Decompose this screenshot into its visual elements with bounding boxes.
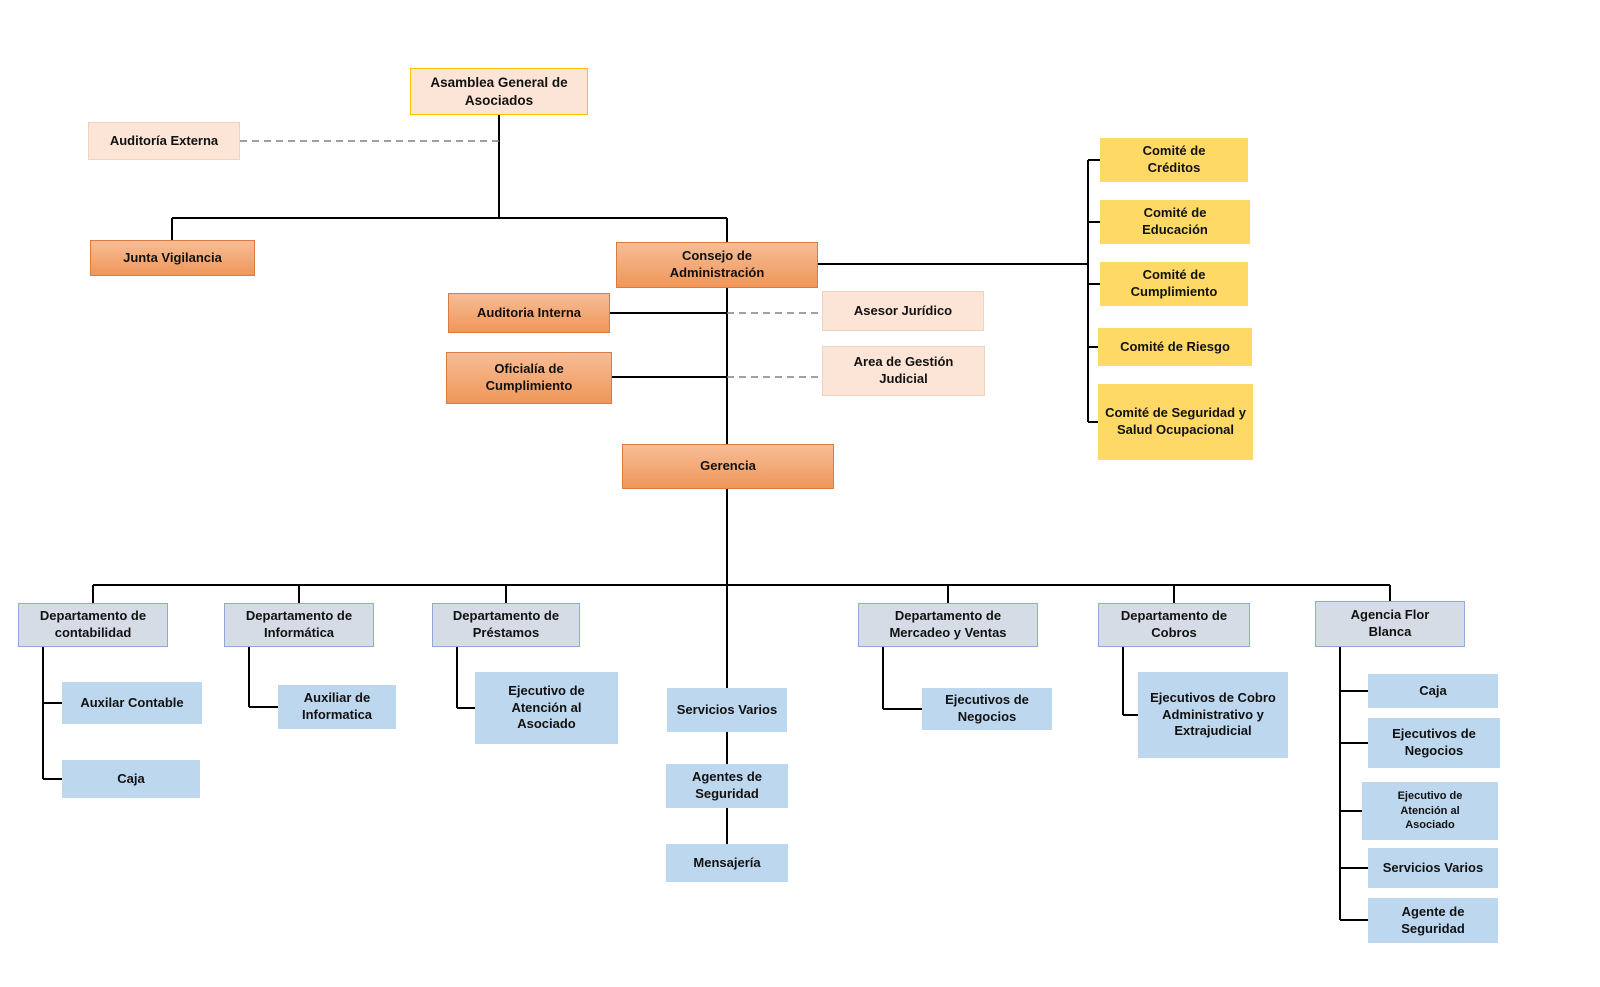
org-node-agente-seguridad-agencia: Agente de Seguridad: [1368, 898, 1498, 943]
org-node-auditoria-interna: Auditoria Interna: [448, 293, 610, 333]
org-node-auxilar-contable: Auxilar Contable: [62, 682, 202, 724]
org-node-comite-seguridad-salud: Comité de Seguridad y Salud Ocupacional: [1098, 384, 1253, 460]
org-node-dep-cobros: Departamento de Cobros: [1098, 603, 1250, 647]
org-node-comite-educacion: Comité de Educación: [1100, 200, 1250, 244]
connector-lines-solid: [42, 115, 1391, 921]
org-node-auditoria-externa: Auditoría Externa: [88, 122, 240, 160]
org-node-ejecutivos-negocios-agencia: Ejecutivos de Negocios: [1368, 718, 1500, 768]
org-node-servicios-varios-agencia: Servicios Varios: [1368, 848, 1498, 888]
org-node-caja-contabilidad: Caja: [62, 760, 200, 798]
org-node-dep-informatica: Departamento de Informática: [224, 603, 374, 647]
org-node-ejecutivo-atencion-agencia: Ejecutivo de Atención al Asociado: [1362, 782, 1498, 840]
org-node-oficialia-cumplimiento: Oficialía de Cumplimiento: [446, 352, 612, 404]
org-node-comite-riesgo: Comité de Riesgo: [1098, 328, 1252, 366]
connector-lines-dashed: [240, 140, 822, 378]
org-node-area-gestion-judicial: Area de Gestión Judicial: [822, 346, 985, 396]
org-node-auxiliar-informatica: Auxiliar de Informatica: [278, 685, 396, 729]
org-node-servicios-varios-central: Servicios Varios: [667, 688, 787, 732]
org-node-caja-agencia: Caja: [1368, 674, 1498, 708]
org-node-ejecutivos-negocios-mercadeo: Ejecutivos de Negocios: [922, 688, 1052, 730]
org-node-dep-mercadeo-ventas: Departamento de Mercadeo y Ventas: [858, 603, 1038, 647]
org-node-consejo-administracion: Consejo de Administración: [616, 242, 818, 288]
org-node-ejecutivo-atencion-prestamos: Ejecutivo de Atención al Asociado: [475, 672, 618, 744]
org-node-comite-creditos: Comité de Créditos: [1100, 138, 1248, 182]
org-node-dep-contabilidad: Departamento de contabilidad: [18, 603, 168, 647]
org-node-agentes-seguridad-central: Agentes de Seguridad: [666, 764, 788, 808]
org-node-agencia-flor-blanca: Agencia Flor Blanca: [1315, 601, 1465, 647]
org-node-dep-prestamos: Departamento de Préstamos: [432, 603, 580, 647]
org-node-asesor-juridico: Asesor Jurídico: [822, 291, 984, 331]
org-node-ejecutivos-cobro: Ejecutivos de Cobro Administrativo y Ext…: [1138, 672, 1288, 758]
org-node-junta-vigilancia: Junta Vigilancia: [90, 240, 255, 276]
org-node-comite-cumplimiento: Comité de Cumplimiento: [1100, 262, 1248, 306]
org-node-mensajeria: Mensajería: [666, 844, 788, 882]
org-node-asamblea-general: Asamblea General de Asociados: [410, 68, 588, 115]
org-node-gerencia: Gerencia: [622, 444, 834, 489]
